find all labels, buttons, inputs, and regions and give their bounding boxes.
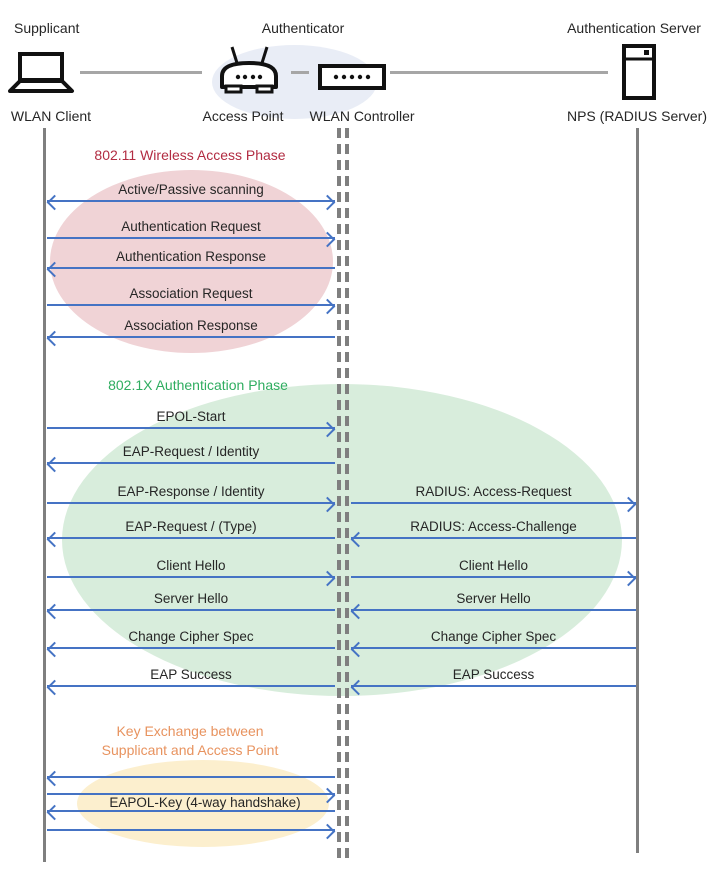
phase2-ellipse	[62, 384, 622, 696]
arrow-line	[47, 576, 335, 578]
arrow-line	[47, 502, 335, 504]
arrow-line	[351, 647, 636, 649]
arrow-line	[47, 336, 335, 338]
arrow-line	[47, 200, 335, 202]
laptop-icon	[8, 52, 74, 93]
arrow-line	[351, 576, 636, 578]
handshake-arrow-4	[47, 823, 336, 839]
phase2-title: 802.1X Authentication Phase	[108, 377, 288, 393]
connector-client-ap	[80, 71, 202, 74]
label-wlan-client: WLAN Client	[10, 108, 92, 124]
message-eap-response-identity: EAP-Response / Identity	[47, 484, 336, 512]
arrowhead-right-icon	[319, 787, 336, 803]
message-eap-request-identity: EAP-Request / Identity	[46, 444, 335, 472]
role-authenticator: Authenticator	[261, 20, 345, 36]
arrow-line	[47, 237, 335, 239]
access-point-icon	[220, 46, 278, 94]
connector-ap-controller	[291, 71, 309, 74]
phase1-title: 802.11 Wireless Access Phase	[94, 147, 286, 163]
arrow-line	[47, 793, 335, 795]
message-radius-access-challenge: RADIUS: Access-Challenge	[350, 519, 636, 547]
message-active-passive-scanning: Active/Passive scanning	[46, 182, 336, 210]
message-change-cipher-spec-left: Change Cipher Spec	[46, 629, 335, 657]
lifeline-wlan-client	[43, 128, 46, 862]
message-eap-request-type: EAP-Request / (Type)	[46, 519, 335, 547]
arrow-line	[351, 609, 636, 611]
message-server-hello-right: Server Hello	[350, 591, 636, 619]
message-client-hello-right: Client Hello	[351, 558, 637, 586]
arrow-line	[47, 537, 335, 539]
arrow-line	[47, 685, 335, 687]
message-eap-success-left: EAP Success	[46, 667, 335, 695]
message-epol-start: EPOL-Start	[47, 409, 336, 437]
message-association-response: Association Response	[46, 318, 335, 346]
role-authentication-server: Authentication Server	[567, 20, 701, 36]
handshake-arrow-2	[47, 787, 336, 803]
connector-controller-server	[390, 71, 608, 74]
arrow-line	[47, 304, 335, 306]
lifeline-authenticator-left	[337, 128, 341, 858]
arrow-line	[47, 462, 335, 464]
label-access-point: Access Point	[202, 108, 284, 124]
phase3-title-line1: Key Exchange between	[116, 723, 264, 739]
arrowhead-left-icon	[46, 804, 63, 820]
arrow-line	[47, 267, 335, 269]
label-eapol-key: EAPOL-Key (4-way handshake)	[109, 795, 301, 810]
phase3-title: Key Exchange between Supplicant and Acce…	[102, 722, 279, 760]
arrowhead-left-icon	[46, 770, 63, 786]
arrow-line	[351, 502, 636, 504]
lifeline-radius-server	[636, 128, 639, 853]
message-change-cipher-spec-right: Change Cipher Spec	[350, 629, 636, 657]
lifeline-authenticator-right	[345, 128, 349, 858]
message-authentication-response: Authentication Response	[46, 249, 335, 277]
label-nps-radius-server: NPS (RADIUS Server)	[566, 108, 708, 124]
role-supplicant: Supplicant	[14, 20, 80, 36]
phase3-ellipse	[77, 760, 329, 847]
arrow-line	[47, 427, 335, 429]
wlan-controller-icon	[318, 64, 386, 90]
arrow-line	[47, 829, 335, 831]
message-server-hello-left: Server Hello	[46, 591, 335, 619]
handshake-arrow-3	[46, 804, 335, 820]
arrow-line	[47, 609, 335, 611]
message-eap-success-right: EAP Success	[350, 667, 636, 695]
message-authentication-request: Authentication Request	[47, 219, 336, 247]
phase3-title-line2: Supplicant and Access Point	[101, 742, 279, 758]
message-radius-access-request: RADIUS: Access-Request	[351, 484, 637, 512]
message-client-hello-left: Client Hello	[47, 558, 336, 586]
label-wlan-controller: WLAN Controller	[309, 108, 415, 124]
arrow-line	[47, 810, 335, 812]
arrow-line	[351, 685, 636, 687]
message-association-request: Association Request	[47, 286, 336, 314]
handshake-arrow-1	[46, 770, 335, 786]
arrow-line	[47, 647, 335, 649]
arrow-line	[47, 776, 335, 778]
arrow-line	[351, 537, 636, 539]
arrowhead-right-icon	[319, 823, 336, 839]
server-icon	[622, 44, 656, 100]
